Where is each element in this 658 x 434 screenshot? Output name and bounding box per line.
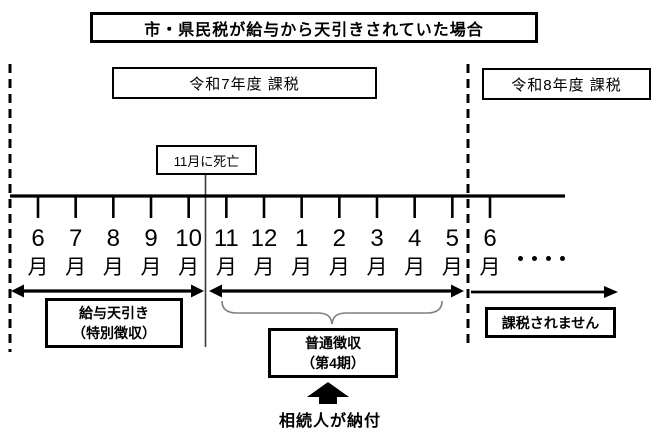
salary-deduction-box: 給与天引き （特別徴収） — [45, 298, 183, 348]
month-number: 12 — [250, 225, 278, 252]
month-suffix: 月 — [404, 256, 426, 279]
timeline-ellipsis — [518, 256, 565, 261]
ordinary-collection-line1: 普通徴収 — [305, 334, 361, 351]
month-number: 11 — [213, 225, 239, 252]
month-suffix: 月 — [253, 256, 275, 279]
month-number: 4 — [407, 225, 422, 252]
month-label: 12 月 — [244, 224, 284, 281]
month-suffix: 月 — [479, 256, 501, 279]
month-suffix: 月 — [27, 256, 49, 279]
month-number: 6 — [483, 225, 497, 252]
heir-payment-label: 相続人が納付 — [278, 413, 381, 430]
fiscal-year-8-box: 令和8年度 課税 — [482, 68, 651, 100]
title-box: 市・県民税が給与から天引きされていた場合 — [90, 12, 538, 43]
up-arrow-icon — [307, 382, 349, 404]
month-number: 10 — [175, 225, 202, 252]
salary-deduction-line2: （特別徴収） — [72, 325, 156, 341]
underbrace — [221, 300, 443, 325]
ellipsis-dot — [532, 256, 537, 261]
month-number: 5 — [445, 225, 459, 252]
ordinary-collection-line2: （第4期） — [301, 355, 365, 371]
month-suffix: 月 — [328, 256, 350, 279]
ellipsis-dot — [546, 256, 551, 261]
month-number: 1 — [294, 225, 309, 252]
month-number: 2 — [332, 225, 346, 252]
month-number: 6 — [31, 225, 45, 252]
salary-deduction-line1: 給与天引き — [79, 304, 149, 321]
month-suffix: 月 — [140, 256, 162, 279]
fiscal-year-7-box: 令和7年度 課税 — [112, 67, 377, 99]
month-label: 10 月 — [169, 224, 209, 281]
ordinary-collection-box: 普通徴収 （第4期） — [268, 328, 398, 378]
month-suffix: 月 — [215, 256, 237, 279]
month-suffix: 月 — [441, 256, 463, 279]
death-note-label: 11月に死亡 — [173, 153, 240, 169]
month-number: 9 — [144, 225, 158, 252]
fiscal-year-7-label: 令和7年度 課税 — [189, 75, 300, 93]
not-taxed-label: 課税されません — [501, 314, 600, 331]
month-suffix: 月 — [65, 256, 87, 279]
month-suffix: 月 — [102, 256, 124, 279]
arrow-next-year — [471, 286, 618, 298]
arrow-salary-period — [11, 284, 204, 298]
month-number: 8 — [106, 225, 120, 252]
arrow-ordinary-period — [209, 284, 464, 298]
month-suffix: 月 — [291, 256, 313, 279]
not-taxed-box: 課税されません — [485, 307, 616, 338]
fiscal-year-8-label: 令和8年度 課税 — [511, 76, 622, 94]
ellipsis-dot — [518, 256, 523, 261]
ellipsis-dot — [560, 256, 565, 261]
month-label: 11 月 — [206, 224, 246, 281]
month-number: 7 — [68, 225, 83, 252]
title-text: 市・県民税が給与から天引きされていた場合 — [144, 21, 484, 39]
month-number: 3 — [370, 225, 384, 252]
month-suffix: 月 — [366, 256, 388, 279]
death-note-box: 11月に死亡 — [156, 145, 257, 175]
timeline-ticks — [36, 196, 492, 218]
month-suffix: 月 — [178, 256, 200, 279]
fiscal-year-boundary-lines — [8, 64, 470, 352]
